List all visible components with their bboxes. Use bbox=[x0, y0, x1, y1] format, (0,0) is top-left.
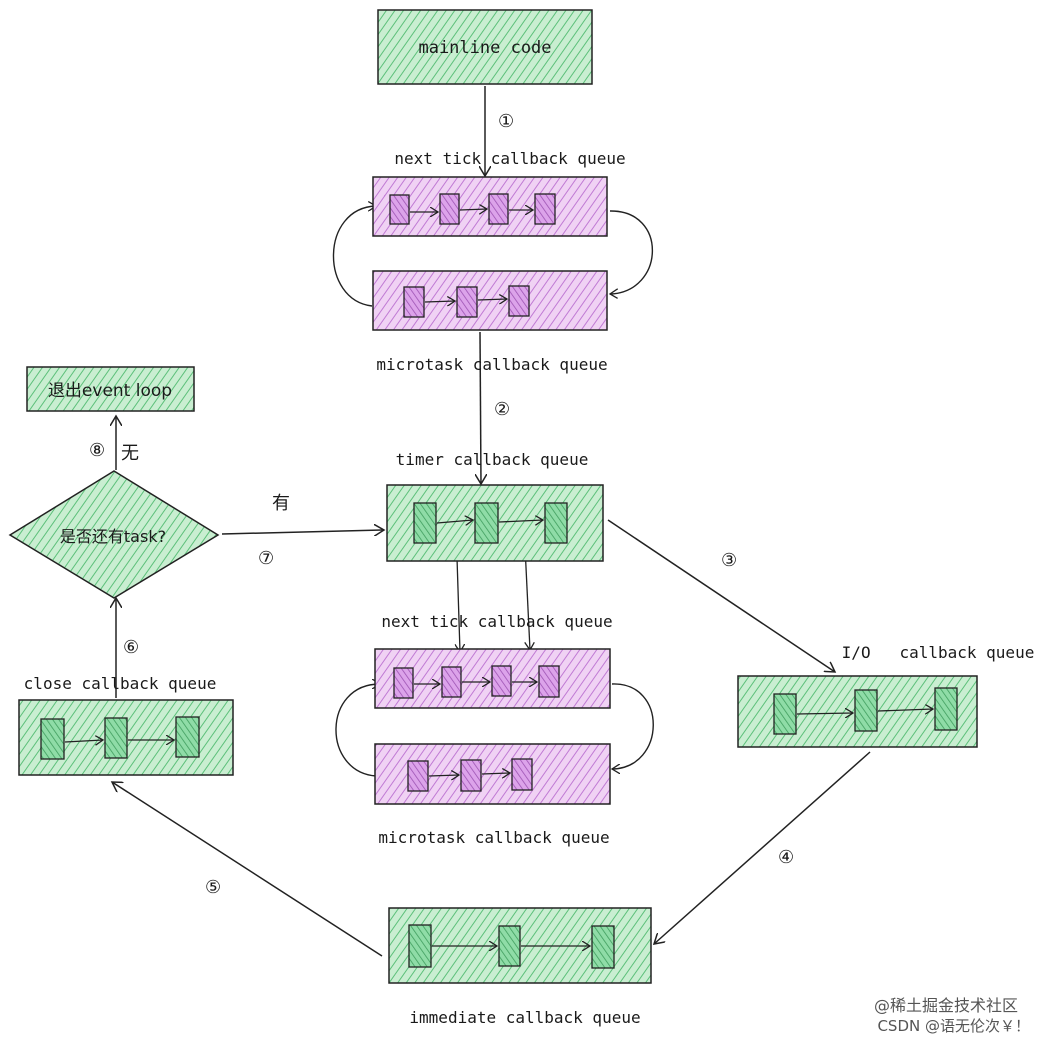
edge-step4 bbox=[654, 751, 871, 944]
queue-item bbox=[474, 502, 499, 544]
node-decision bbox=[8, 470, 220, 599]
item-arrow bbox=[436, 520, 473, 523]
edge-step3 bbox=[607, 519, 835, 672]
queue-item bbox=[460, 759, 482, 792]
loop-upper-right bbox=[610, 210, 654, 294]
node-io-items bbox=[773, 687, 958, 735]
queue-item bbox=[534, 193, 556, 225]
queue-item bbox=[591, 925, 615, 969]
queue-item bbox=[175, 716, 200, 758]
queue-item bbox=[544, 502, 568, 544]
item-arrow bbox=[477, 299, 507, 300]
item-arrow bbox=[481, 773, 510, 774]
item-arrow bbox=[428, 775, 459, 776]
edge-label-step3: ③ bbox=[721, 550, 737, 571]
node-io-label: I/O callback queue bbox=[842, 643, 1035, 662]
node-next-tick-2-items bbox=[393, 665, 560, 699]
edge-step5 bbox=[112, 782, 383, 957]
item-arrow bbox=[64, 740, 103, 742]
queue-item bbox=[488, 193, 509, 225]
edge-label-step8: ⑧ bbox=[89, 440, 105, 461]
edge-label-no: 无 bbox=[121, 443, 139, 464]
node-timer-label: timer callback queue bbox=[396, 450, 589, 469]
queue-item bbox=[508, 285, 530, 317]
queue-item bbox=[104, 717, 128, 759]
queue-item bbox=[393, 667, 414, 699]
queue-item bbox=[389, 194, 410, 225]
node-mainline-label: mainline code bbox=[418, 38, 551, 58]
queue-item bbox=[403, 286, 425, 318]
node-exit bbox=[26, 366, 195, 412]
node-immediate-label: immediate callback queue bbox=[409, 1008, 640, 1027]
queue-item bbox=[498, 925, 521, 967]
node-microtask-1-items bbox=[403, 285, 530, 318]
node-close-items bbox=[40, 716, 200, 760]
node-next-tick-1-items bbox=[389, 193, 556, 225]
edge-label-step2: ② bbox=[494, 399, 510, 420]
node-exit-label: 退出event loop bbox=[48, 381, 172, 401]
watermark-line2: CSDN @语无伦次￥！ bbox=[877, 1017, 1030, 1035]
edge-step2 bbox=[480, 331, 481, 484]
queue-item bbox=[456, 286, 478, 318]
item-arrow bbox=[459, 209, 487, 210]
queue-item bbox=[854, 689, 878, 732]
loop-upper-left bbox=[332, 206, 376, 307]
queue-item bbox=[491, 665, 512, 697]
edge-label-step6: ⑥ bbox=[123, 637, 139, 658]
queue-item bbox=[773, 693, 797, 735]
loop-lower-right bbox=[612, 683, 654, 769]
node-microtask-2-items bbox=[407, 758, 533, 792]
item-arrow bbox=[877, 709, 933, 711]
edge-label-step7: ⑦ bbox=[258, 548, 274, 569]
queue-item bbox=[413, 502, 437, 544]
edge-label-step5: ⑤ bbox=[205, 877, 221, 898]
node-next-tick-1-label: next tick callback queue bbox=[394, 149, 625, 168]
node-microtask-1-label: microtask callback queue bbox=[376, 355, 607, 374]
node-immediate-items bbox=[408, 924, 615, 969]
node-mainline bbox=[377, 9, 593, 85]
node-next-tick-2-label: next tick callback queue bbox=[381, 612, 612, 631]
queue-item bbox=[40, 718, 65, 760]
queue-item bbox=[439, 193, 460, 225]
item-arrow bbox=[796, 713, 853, 714]
loop-lower-left bbox=[335, 684, 380, 777]
queue-item bbox=[441, 666, 462, 698]
watermark-line1: @稀土掘金技术社区 bbox=[874, 996, 1018, 1015]
edge-label-step1: ① bbox=[498, 111, 514, 132]
edge-step7 bbox=[221, 530, 384, 534]
queue-item bbox=[407, 760, 429, 792]
edge-label-step4: ④ bbox=[778, 847, 794, 868]
queue-item bbox=[408, 924, 432, 968]
edge-label-yes: 有 bbox=[272, 493, 290, 514]
item-arrow bbox=[498, 520, 543, 522]
queue-item bbox=[511, 758, 533, 791]
node-microtask-2-label: microtask callback queue bbox=[378, 828, 609, 847]
item-arrow bbox=[424, 301, 455, 302]
node-timer-items bbox=[413, 502, 568, 544]
node-close-label: close callback queue bbox=[24, 674, 217, 693]
node-decision-label: 是否还有task? bbox=[60, 527, 166, 546]
queue-item bbox=[538, 665, 560, 698]
queue-item bbox=[934, 687, 958, 731]
